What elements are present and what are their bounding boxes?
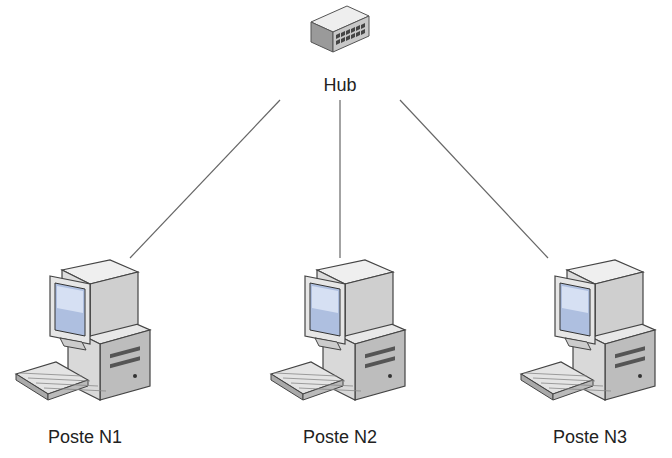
computer-icon (265, 258, 415, 418)
keyboard-key-row (44, 388, 106, 391)
computer-icon (10, 258, 160, 418)
network-cable (340, 100, 341, 258)
keyboard-key-row (36, 383, 98, 386)
cable-line (400, 100, 548, 258)
node-label: Poste N2 (265, 426, 415, 448)
workstation-node: Poste N3 (515, 258, 665, 448)
keyboard-key-row (283, 378, 345, 381)
hub-icon (307, 2, 373, 60)
node-label: Poste N1 (10, 426, 160, 448)
network-cable (400, 100, 548, 258)
keyboard-key-row (525, 373, 587, 376)
cable-line (339, 100, 340, 258)
keyboard-key-row (533, 378, 595, 381)
computer-icon (515, 258, 665, 418)
node-label: Hub (280, 74, 400, 96)
workstation-node: Poste N2 (265, 258, 415, 448)
keyboard-key-row (275, 373, 337, 376)
network-cable (130, 100, 280, 258)
keyboard-key-row (20, 373, 82, 376)
hub-node: Hub (280, 0, 400, 96)
cable-line (130, 100, 280, 258)
node-label: Poste N3 (515, 426, 665, 448)
keyboard-key-row (549, 388, 611, 391)
keyboard-key-row (299, 388, 361, 391)
keyboard-key-row (291, 383, 353, 386)
keyboard-key-row (541, 383, 603, 386)
workstation-node: Poste N1 (10, 258, 160, 448)
keyboard-key-row (28, 378, 90, 381)
